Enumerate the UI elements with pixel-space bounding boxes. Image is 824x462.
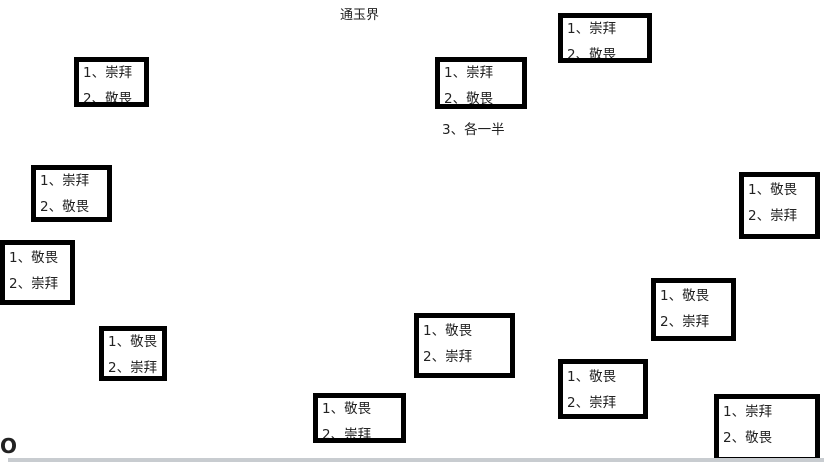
option-1: 1、敬畏	[660, 288, 710, 304]
option-box[interactable]: 1、敬畏 2、崇拜	[651, 278, 736, 341]
option-1: 1、崇拜	[444, 65, 494, 81]
option-2: 2、敬畏	[444, 91, 494, 107]
option-2: 2、崇拜	[748, 208, 798, 224]
option-3-text: 3、各一半	[442, 122, 505, 138]
corner-mark: O	[0, 434, 18, 458]
horizontal-scrollbar[interactable]	[8, 458, 824, 462]
option-1: 1、敬畏	[108, 334, 158, 350]
option-2: 2、敬畏	[723, 430, 773, 446]
option-box[interactable]: 1、崇拜 2、敬畏	[558, 13, 652, 63]
option-2: 2、崇拜	[567, 395, 617, 411]
option-box[interactable]: 1、敬畏 2、崇拜	[99, 326, 167, 381]
option-1: 1、敬畏	[748, 182, 798, 198]
option-box[interactable]: 1、崇拜 2、敬畏	[435, 57, 527, 109]
option-1: 1、敬畏	[322, 401, 372, 417]
page-title: 通玉界	[340, 8, 380, 23]
option-2: 2、敬畏	[83, 91, 133, 107]
option-2: 2、崇拜	[423, 349, 473, 365]
option-box[interactable]: 1、敬畏 2、崇拜	[739, 172, 820, 239]
option-1: 1、崇拜	[567, 21, 617, 37]
option-box[interactable]: 1、崇拜 2、敬畏	[31, 165, 112, 222]
option-1: 1、敬畏	[423, 323, 473, 339]
option-2: 2、敬畏	[567, 47, 617, 63]
option-1: 1、敬畏	[567, 369, 617, 385]
option-2: 2、崇拜	[9, 276, 59, 292]
option-box[interactable]: 1、敬畏 2、崇拜	[0, 240, 75, 305]
option-1: 1、崇拜	[723, 404, 773, 420]
option-2: 2、崇拜	[108, 360, 158, 376]
option-box[interactable]: 1、敬畏 2、崇拜	[558, 359, 648, 419]
option-2: 2、崇拜	[660, 314, 710, 330]
option-2: 2、敬畏	[40, 199, 90, 215]
option-1: 1、崇拜	[40, 173, 90, 189]
option-1: 1、崇拜	[83, 65, 133, 81]
option-box[interactable]: 1、敬畏 2、崇拜	[414, 313, 515, 378]
option-2: 2、崇拜	[322, 427, 372, 443]
option-1: 1、敬畏	[9, 250, 59, 266]
option-box[interactable]: 1、崇拜 2、敬畏	[74, 57, 149, 107]
option-box[interactable]: 1、崇拜 2、敬畏	[714, 394, 820, 462]
option-box[interactable]: 1、敬畏 2、崇拜	[313, 393, 406, 443]
